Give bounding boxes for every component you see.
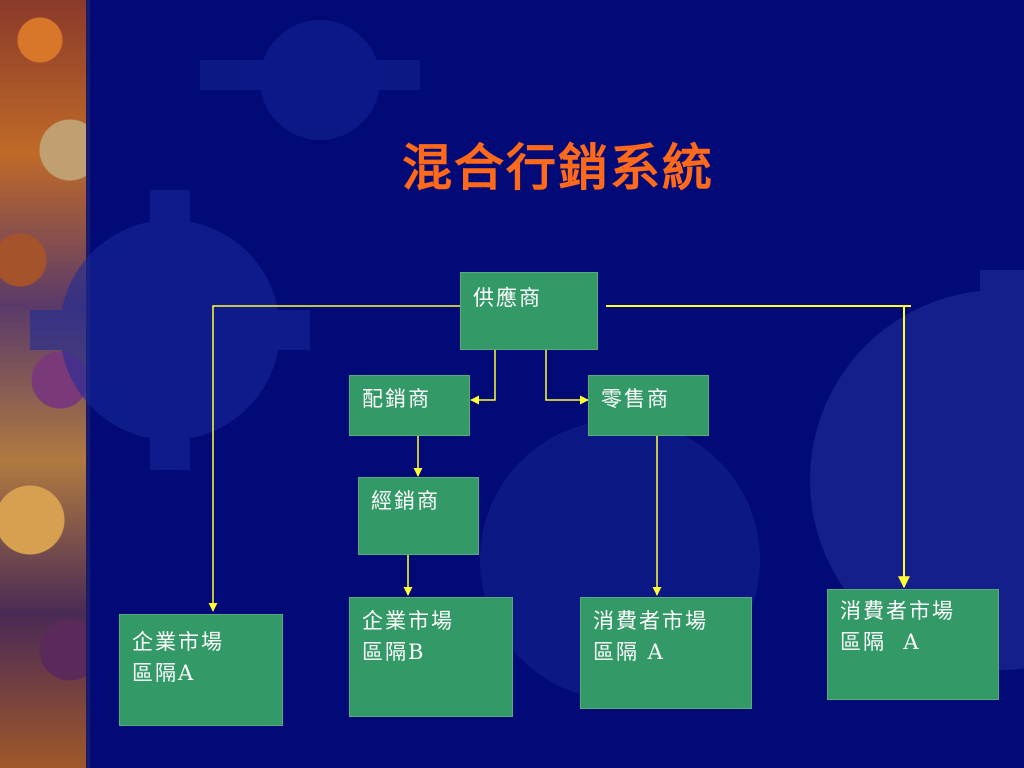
node-retailer-label: 零售商	[601, 387, 670, 411]
node-business-market-a: 企業市場 區隔A	[119, 614, 283, 726]
node-dealer-label: 經銷商	[371, 489, 440, 513]
node-supplier: 供應商	[460, 272, 598, 350]
node-supplier-label: 供應商	[473, 286, 542, 310]
node-distributor-label: 配銷商	[362, 387, 431, 411]
node-retailer: 零售商	[588, 375, 709, 436]
node-business-market-b-line1: 企業市場	[362, 609, 454, 633]
node-business-market-b-line2: 區隔B	[362, 640, 426, 664]
node-business-market-a-line2: 區隔A	[132, 661, 196, 685]
node-business-market-b: 企業市場 區隔B	[349, 597, 513, 717]
node-consumer-market-a1: 消費者市場 區隔 A	[580, 597, 752, 709]
node-consumer-market-a1-line1: 消費者市場	[593, 609, 708, 633]
connector-supplier-to-distributor	[470, 350, 496, 405]
node-consumer-market-a2: 消費者市場 區隔 A	[827, 589, 999, 700]
node-consumer-market-a2-line2: 區隔 A	[840, 630, 921, 654]
connector-supplier-to-retailer	[545, 350, 589, 405]
node-consumer-market-a2-line1: 消費者市場	[840, 599, 955, 623]
connector-supplier-to-business-a	[208, 305, 470, 612]
node-dealer: 經銷商	[358, 477, 479, 555]
node-consumer-market-a1-line2: 區隔 A	[593, 640, 665, 664]
slide-title: 混合行銷系統	[402, 138, 714, 197]
node-business-market-a-line1: 企業市場	[132, 630, 224, 654]
node-distributor: 配銷商	[349, 375, 470, 436]
